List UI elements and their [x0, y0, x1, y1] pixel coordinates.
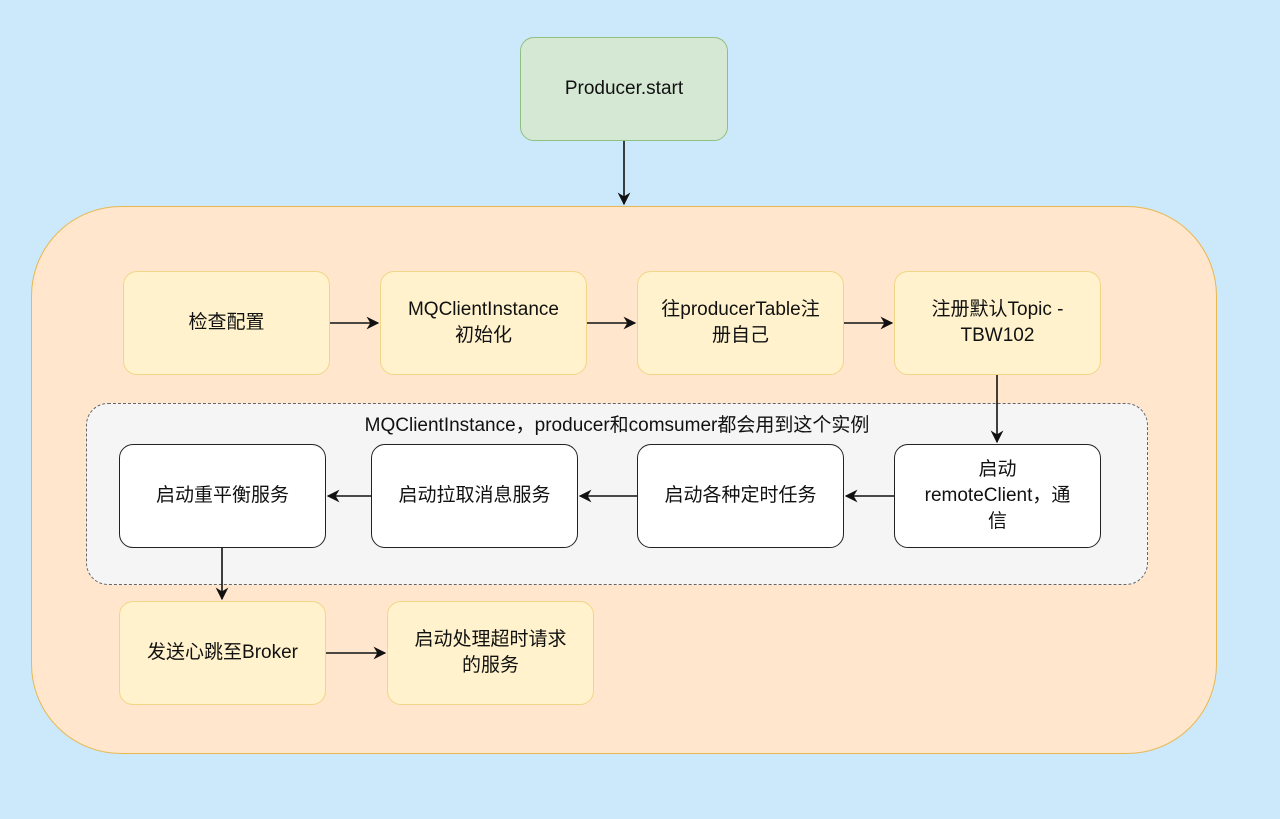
start-timeout-service-node[interactable]: 启动处理超时请求 的服务: [387, 601, 594, 705]
group-label: MQClientInstance，producer和comsumer都会用到这个…: [364, 415, 870, 436]
start-timeout-label-1: 启动处理超时请求: [414, 629, 567, 650]
send-heartbeat-node[interactable]: 发送心跳至Broker: [119, 601, 326, 705]
start-timeout-label-2: 的服务: [461, 655, 519, 676]
start-remote-client-node[interactable]: 启动 remoteClient，通 信: [894, 444, 1101, 548]
send-heartbeat-label: 发送心跳至Broker: [147, 642, 298, 663]
start-remote-label-1: 启动: [978, 459, 1017, 480]
check-config-label: 检查配置: [188, 312, 265, 333]
producer-start-node[interactable]: Producer.start: [520, 37, 728, 141]
mqclient-init-label-1: MQClientInstance: [407, 299, 559, 320]
producer-start-label: Producer.start: [564, 78, 684, 99]
register-topic-label-1: 注册默认Topic -: [931, 299, 1064, 320]
start-remote-label-3: 信: [987, 511, 1007, 532]
register-producer-label-1: 往producerTable注: [661, 299, 820, 320]
register-producer-node[interactable]: 往producerTable注 册自己: [637, 271, 844, 375]
start-remote-label-2: remoteClient，通: [924, 485, 1071, 506]
start-pull-label: 启动拉取消息服务: [398, 485, 551, 506]
start-rebalance-service-node[interactable]: 启动重平衡服务: [119, 444, 326, 548]
mqclient-init-node[interactable]: MQClientInstance 初始化: [380, 271, 587, 375]
start-scheduled-tasks-node[interactable]: 启动各种定时任务: [637, 444, 844, 548]
start-rebalance-label: 启动重平衡服务: [155, 485, 289, 506]
mqclient-init-label-2: 初始化: [454, 325, 512, 346]
start-pull-service-node[interactable]: 启动拉取消息服务: [371, 444, 578, 548]
check-config-node[interactable]: 检查配置: [123, 271, 330, 375]
register-producer-label-2: 册自己: [711, 325, 769, 346]
start-scheduled-label: 启动各种定时任务: [664, 485, 817, 506]
register-topic-node[interactable]: 注册默认Topic - TBW102: [894, 271, 1101, 375]
register-topic-label-2: TBW102: [960, 325, 1035, 346]
